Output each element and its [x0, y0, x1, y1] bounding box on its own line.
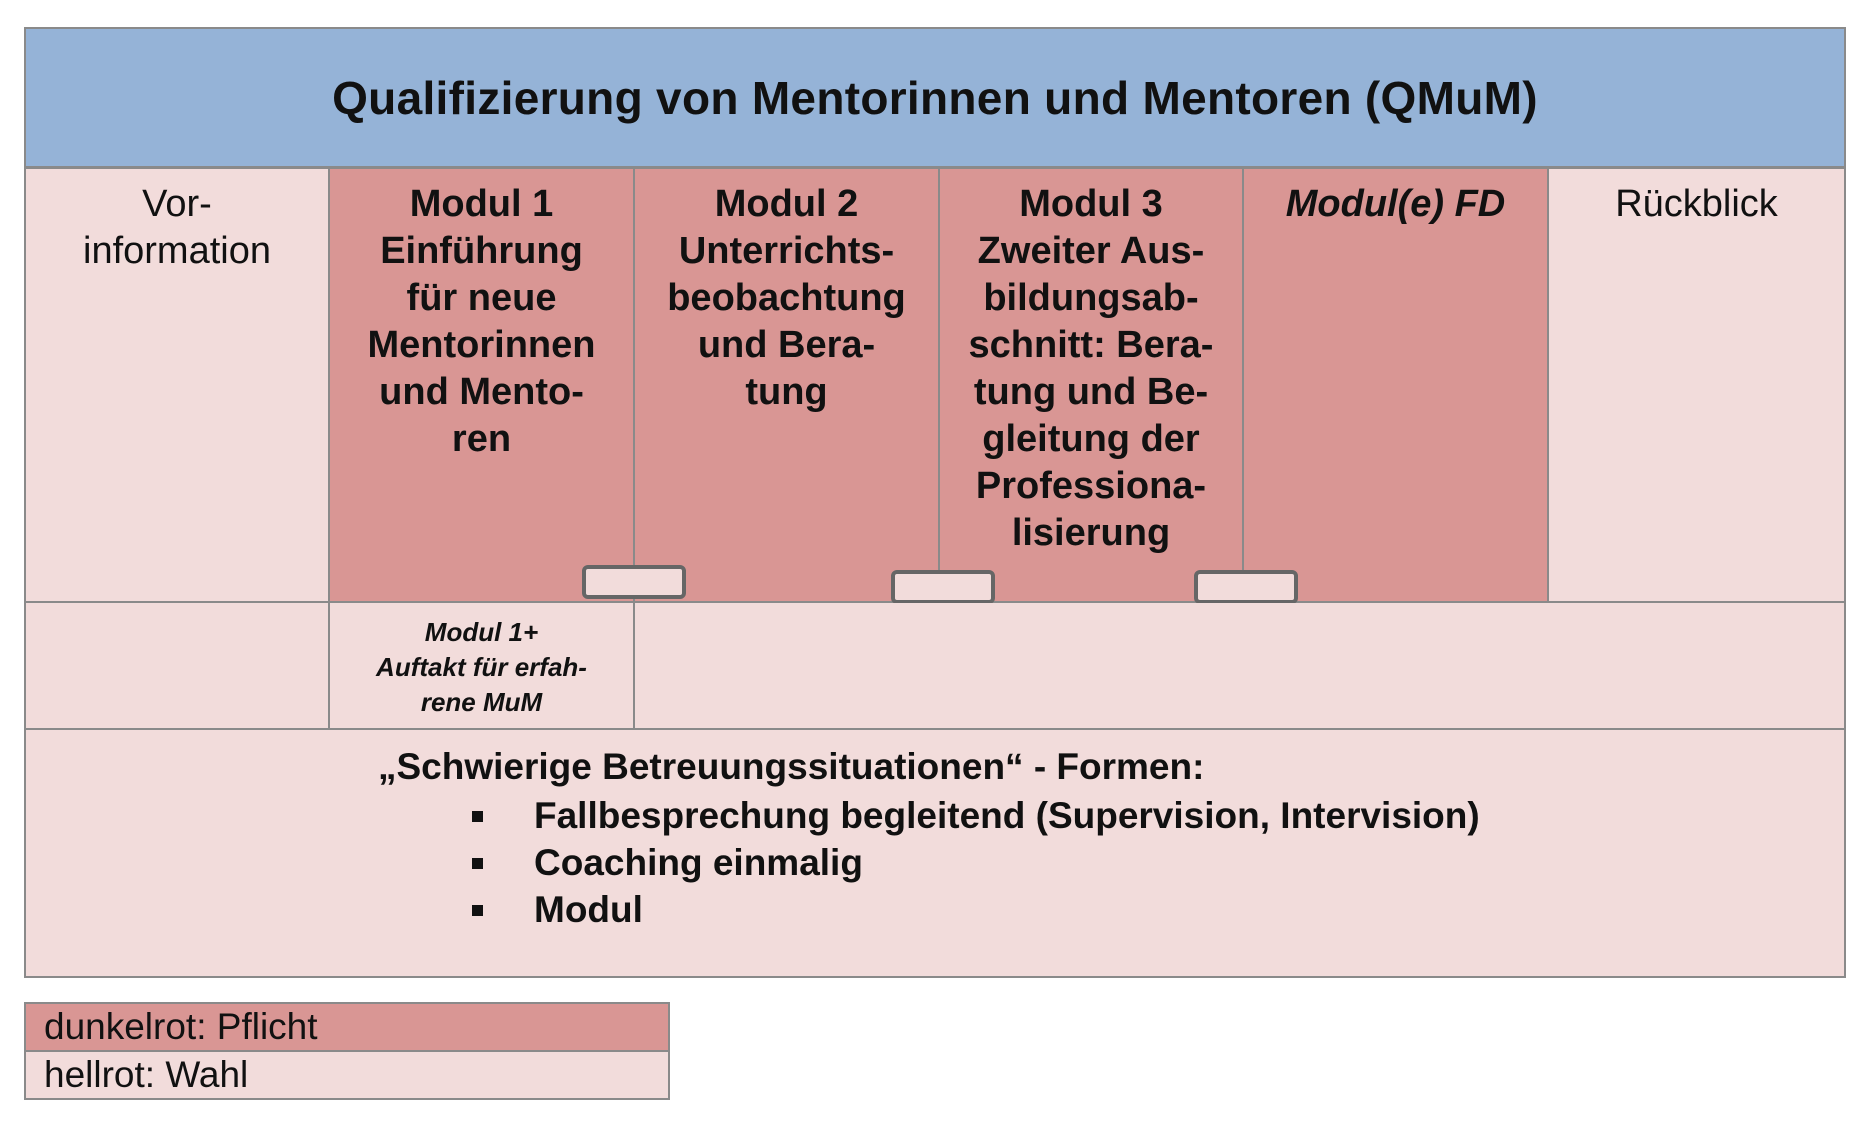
line: tung und Be- [973, 371, 1209, 413]
section-schwierige-betreuungssituationen: „Schwierige Betreuungssituationen“ - For… [24, 730, 1846, 978]
row2-empty-right [635, 603, 1846, 730]
line: Modul 3 [1019, 183, 1163, 225]
square-bullet-icon [472, 811, 483, 822]
list-item-text: Fallbesprechung begleitend (Supervision,… [534, 795, 1480, 836]
line: beobachtung [667, 277, 906, 319]
column-text: Vor- information [26, 181, 328, 275]
legend-light-red: hellrot: Wahl [24, 1050, 670, 1100]
connector-modul1-modul2 [582, 565, 686, 599]
section-title: „Schwierige Betreuungssituationen“ - For… [378, 746, 1205, 787]
list-item-text: Modul [534, 889, 643, 930]
column-rueckblick: Rückblick [1549, 169, 1846, 603]
line: Mentorinnen [367, 324, 596, 366]
line: für neue [406, 277, 557, 319]
line: Modul 1+ [424, 617, 539, 647]
line: und Mento- [379, 371, 584, 413]
line: Modul 1 [409, 183, 554, 225]
column-text: Rückblick [1549, 181, 1844, 228]
line: tung [745, 371, 828, 413]
line: gleitung der [982, 418, 1200, 460]
column-modul-2: Modul 2 Unterrichts- beobachtung und Ber… [635, 169, 940, 603]
line: bildungsab- [983, 277, 1199, 319]
column-text: Modul 1 Einführung für neue Mentorinnen … [330, 181, 633, 463]
line: Rückblick [1615, 183, 1778, 225]
legend-dark-red: dunkelrot: Pflicht [24, 1002, 670, 1052]
row2-empty-left [24, 603, 330, 730]
list-item: Modul [446, 886, 1480, 933]
line: information [83, 230, 271, 272]
line: Zweiter Aus- [977, 230, 1205, 272]
line: rene MuM [420, 687, 543, 717]
square-bullet-icon [472, 905, 483, 916]
column-vorinformation: Vor- information [24, 169, 330, 603]
line: Modul 2 [714, 183, 859, 225]
column-modul-fd: Modul(e) FD [1244, 169, 1549, 603]
list-item: Fallbesprechung begleitend (Supervision,… [446, 792, 1480, 839]
line: und Bera- [697, 324, 876, 366]
line: Einführung [380, 230, 583, 272]
line: Unterrichts- [678, 230, 895, 272]
connector-modul3-modulfd [1194, 570, 1298, 604]
list-item: Coaching einmalig [446, 839, 1480, 886]
column-text: Modul(e) FD [1244, 181, 1547, 228]
column-modul-3: Modul 3 Zweiter Aus- bildungsab- schnitt… [940, 169, 1244, 603]
column-modul-1: Modul 1 Einführung für neue Mentorinnen … [330, 169, 635, 603]
line: ren [451, 418, 512, 460]
line: Modul(e) FD [1285, 183, 1506, 225]
line: Auftakt für erfah- [376, 652, 587, 682]
square-bullet-icon [472, 858, 483, 869]
column-text: Modul 2 Unterrichts- beobachtung und Ber… [635, 181, 938, 416]
line: Vor- [142, 183, 212, 225]
connector-modul2-modul3 [891, 570, 995, 604]
line: lisierung [1011, 512, 1171, 554]
column-text: Modul 3 Zweiter Aus- bildungsab- schnitt… [940, 181, 1242, 557]
list-item-text: Coaching einmalig [534, 842, 863, 883]
cell-modul-1-plus: Modul 1+ Auftakt für erfah- rene MuM [330, 603, 635, 730]
line: Professiona- [975, 465, 1207, 507]
forms-list: Fallbesprechung begleitend (Supervision,… [446, 792, 1480, 933]
diagram-title: Qualifizierung von Mentorinnen und Mento… [24, 27, 1846, 169]
line: schnitt: Bera- [968, 324, 1214, 366]
